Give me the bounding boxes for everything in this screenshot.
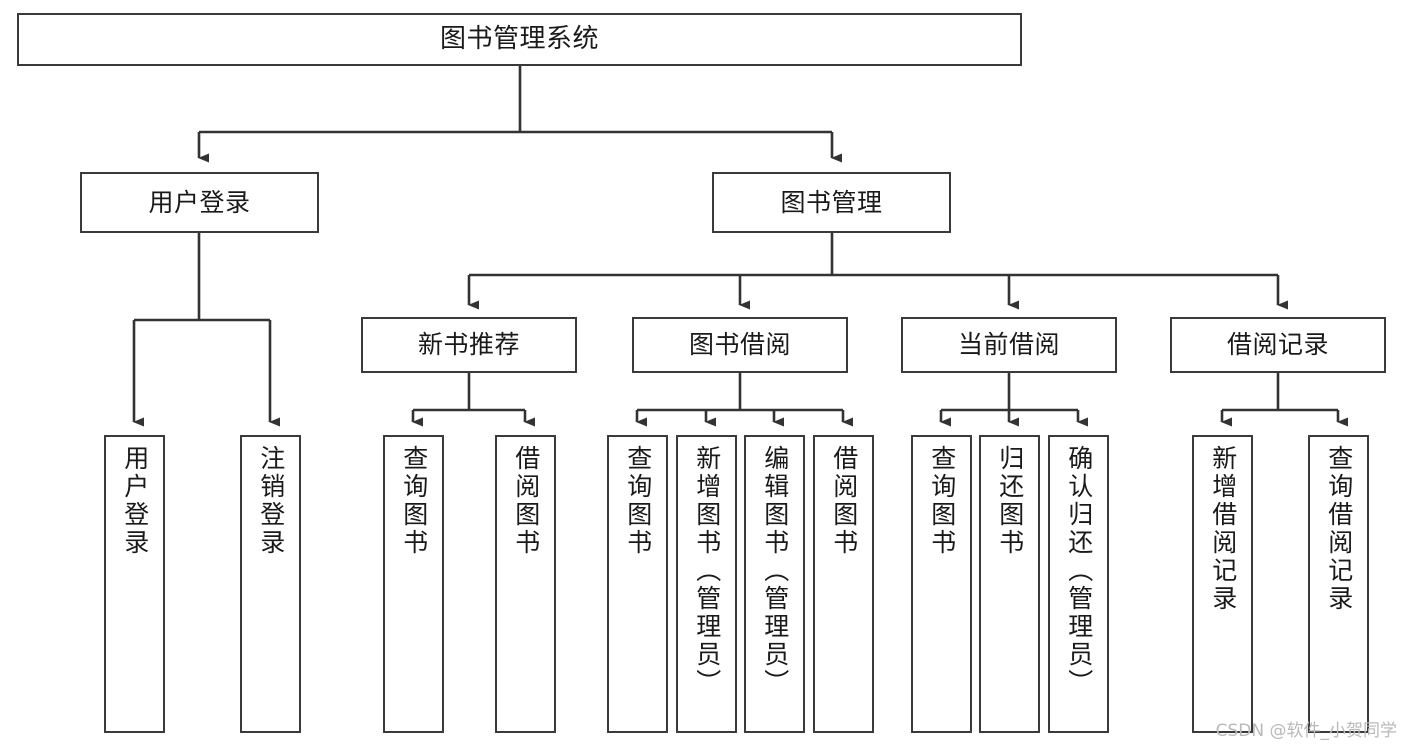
node-root-system[interactable]: 图书管理系统 <box>17 13 1022 66</box>
leaf-new-book-query[interactable]: 查询图书 <box>383 435 444 733</box>
node-label: 查询借阅记录 <box>1324 445 1354 613</box>
node-label: 图书管理系统 <box>439 24 599 55</box>
node-label: 图书借阅 <box>688 330 791 360</box>
node-current-borrow[interactable]: 当前借阅 <box>901 317 1117 373</box>
node-label: 借阅图书 <box>511 445 541 557</box>
leaf-current-return-book[interactable]: 归还图书 <box>979 435 1040 733</box>
node-book-management[interactable]: 图书管理 <box>712 172 951 233</box>
watermark-text: CSDN @软件_小贺同学 <box>1215 721 1397 741</box>
leaf-records-add-record[interactable]: 新增借阅记录 <box>1192 435 1253 733</box>
node-label: 编辑图书（管理员） <box>760 445 790 697</box>
node-label: 借阅图书 <box>829 445 859 557</box>
node-label: 查询图书 <box>623 445 653 557</box>
node-label: 当前借阅 <box>957 330 1060 360</box>
node-label: 查询图书 <box>399 445 429 557</box>
node-new-book-recommend[interactable]: 新书推荐 <box>361 317 577 373</box>
leaf-records-query-record[interactable]: 查询借阅记录 <box>1308 435 1369 733</box>
node-label: 图书管理 <box>780 187 883 217</box>
leaf-current-confirm-return-admin[interactable]: 确认归还（管理员） <box>1048 435 1109 733</box>
leaf-new-book-borrow[interactable]: 借阅图书 <box>495 435 556 733</box>
leaf-user-login-login[interactable]: 用户登录 <box>104 435 165 733</box>
node-label: 查询图书 <box>927 445 957 557</box>
node-borrow-records[interactable]: 借阅记录 <box>1170 317 1386 373</box>
node-label: 借阅记录 <box>1226 330 1329 360</box>
node-label: 新增图书（管理员） <box>692 445 722 697</box>
node-label: 归还图书 <box>995 445 1025 557</box>
leaf-borrow-edit-book-admin[interactable]: 编辑图书（管理员） <box>744 435 805 733</box>
leaf-user-login-logout[interactable]: 注销登录 <box>240 435 301 733</box>
leaf-borrow-add-book-admin[interactable]: 新增图书（管理员） <box>676 435 737 733</box>
node-label: 用户登录 <box>120 445 150 557</box>
node-label: 新书推荐 <box>417 330 520 360</box>
node-label: 确认归还（管理员） <box>1064 445 1094 697</box>
node-book-borrow[interactable]: 图书借阅 <box>632 317 848 373</box>
leaf-borrow-query-book[interactable]: 查询图书 <box>607 435 668 733</box>
node-label: 注销登录 <box>256 445 286 557</box>
node-label: 新增借阅记录 <box>1208 445 1238 613</box>
leaf-current-query-book[interactable]: 查询图书 <box>911 435 972 733</box>
node-label: 用户登录 <box>148 187 251 217</box>
node-user-login[interactable]: 用户登录 <box>80 172 319 233</box>
leaf-borrow-borrow-book[interactable]: 借阅图书 <box>813 435 874 733</box>
